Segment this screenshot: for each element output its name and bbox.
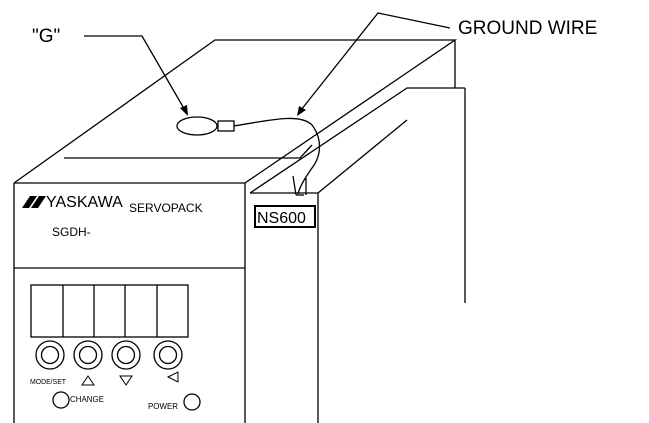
up-button[interactable] [73, 340, 103, 370]
ground-terminal [176, 116, 235, 136]
change-indicator [52, 391, 70, 409]
ns600-label: NS600 [257, 210, 306, 227]
down-button[interactable] [111, 340, 141, 370]
brand-name: YASKAWA [46, 194, 123, 211]
ground-wire-plug [292, 175, 307, 196]
led-display [30, 284, 189, 338]
servopack-nameplate: YASKAWA SERVOPACK SGDH- [22, 194, 203, 239]
servopack-unit [13, 39, 458, 423]
ground-wire [233, 117, 321, 195]
servopack-top-face [13, 39, 458, 184]
callout-wire-arrowhead [297, 106, 306, 116]
data-shift-button[interactable] [153, 340, 183, 370]
change-label: CHANGE [70, 395, 104, 404]
callout-wire-leader [300, 12, 451, 111]
option-top-face [249, 87, 465, 194]
power-led [183, 393, 201, 411]
ns600-label-box [254, 205, 316, 228]
callout-g-arrowhead [180, 105, 188, 116]
triangle-down-icon [119, 375, 133, 386]
callout-wire-label: GROUND WIRE [458, 18, 597, 39]
callout-g-leader [84, 35, 187, 113]
mode-set-label: MODE/SET [30, 377, 66, 386]
ns600-option-unit: NS600 [249, 87, 466, 423]
model-number: SGDH- [52, 225, 91, 239]
callout-g-label: "G" [32, 26, 60, 47]
power-label: POWER [148, 402, 178, 411]
triangle-up-icon [81, 375, 95, 386]
triangle-left-icon [166, 371, 179, 383]
mode-set-button[interactable] [35, 340, 65, 370]
product-name: SERVOPACK [129, 201, 203, 215]
option-top-right-edge [317, 119, 408, 194]
servopack-top-panel [64, 144, 313, 159]
yaskawa-logo-icon [22, 196, 46, 208]
